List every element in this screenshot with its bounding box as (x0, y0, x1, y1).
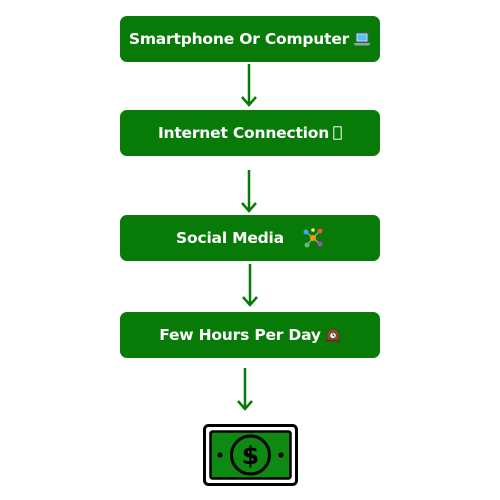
svg-text:$: $ (242, 441, 259, 470)
step-label: Internet Connection (157, 124, 330, 142)
flow-arrow (241, 170, 257, 213)
step-few-hours-per-day: Few Hours Per Day (120, 312, 380, 358)
flow-arrow (237, 368, 253, 411)
missing-glyph-icon (333, 126, 342, 140)
flow-arrow (242, 264, 258, 307)
step-smartphone-or-computer: Smartphone Or Computer (120, 16, 380, 62)
step-internet-connection: Internet Connection (120, 110, 380, 156)
flow-arrow (241, 64, 257, 107)
step-label: Few Hours Per Day (159, 326, 321, 344)
mantel-clock-icon (325, 328, 341, 342)
network-icon (302, 227, 324, 249)
step-social-media: Social Media (120, 215, 380, 261)
step-label: Social Media (176, 229, 284, 247)
step-label: Smartphone Or Computer (128, 30, 350, 48)
dollar-bill-icon: $ (203, 424, 298, 486)
laptop-icon (353, 32, 371, 46)
